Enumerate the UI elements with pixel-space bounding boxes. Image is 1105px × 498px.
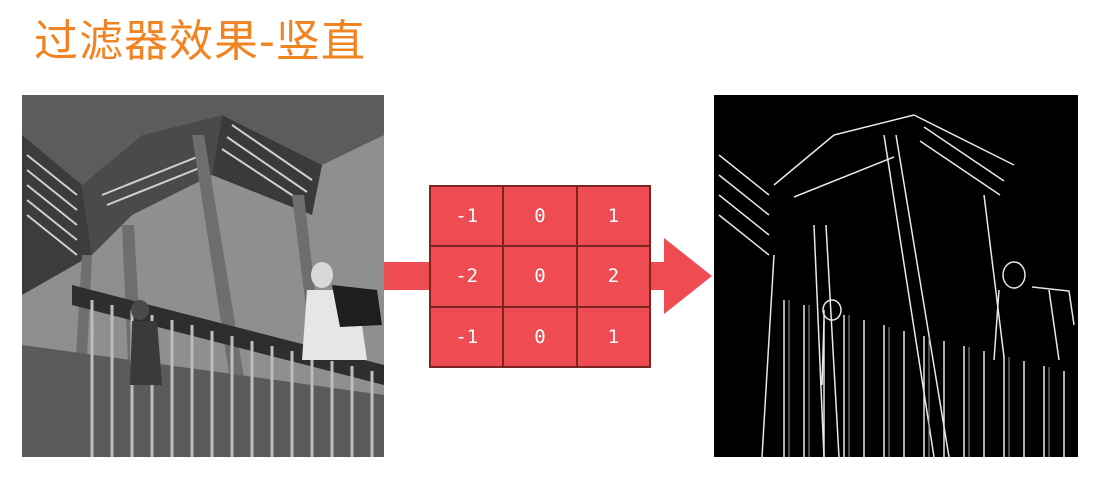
original-grayscale-image [22, 95, 384, 457]
vertical-edge-filtered-image [714, 95, 1078, 457]
kernel-cell: 0 [503, 246, 577, 307]
kernel-cell: 1 [576, 306, 650, 367]
kernel-cell: -1 [430, 186, 504, 247]
filter-kernel-matrix: -1 0 1 -2 0 2 -1 0 1 [429, 185, 651, 368]
kernel-cell: -2 [430, 246, 504, 307]
slide-title: 过滤器效果-竖直 [34, 16, 366, 67]
kernel-cell: 0 [503, 306, 577, 367]
kernel-cell: 2 [576, 246, 650, 307]
kernel-cell: 1 [576, 186, 650, 247]
kernel-cell: -1 [430, 306, 504, 367]
kernel-cell: 0 [503, 186, 577, 247]
